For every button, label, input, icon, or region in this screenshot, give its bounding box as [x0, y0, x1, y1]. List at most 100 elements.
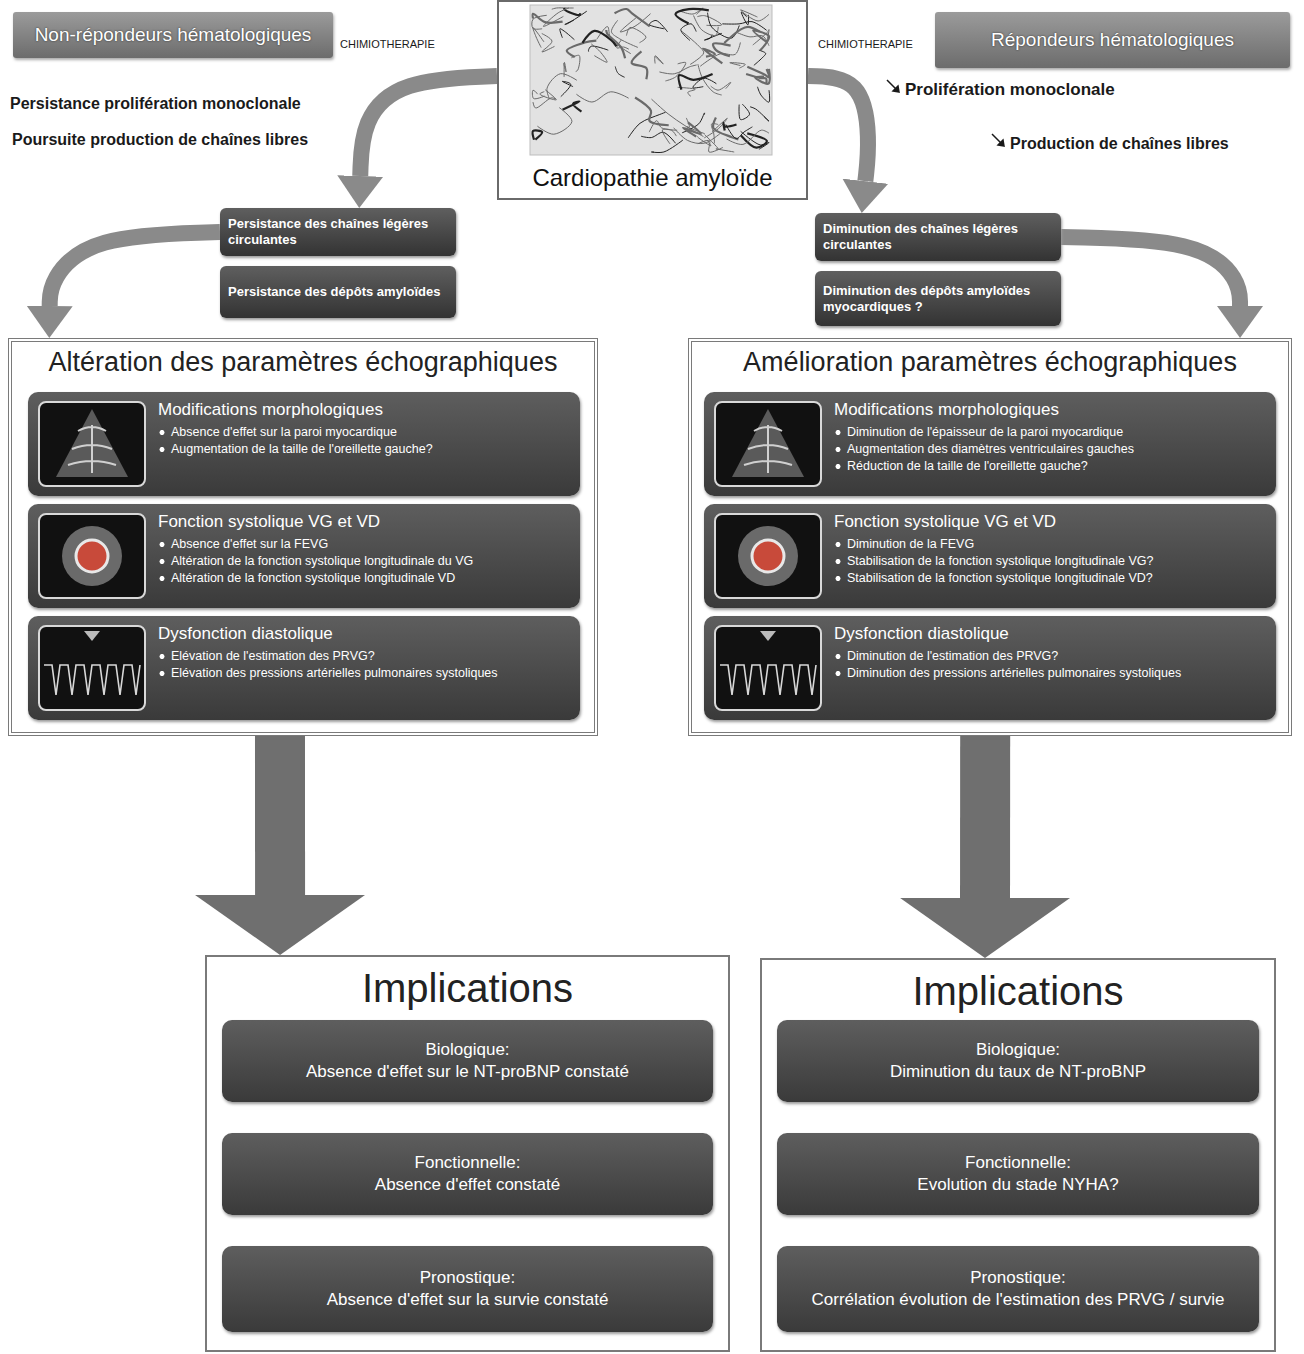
tissue-stroke: [750, 107, 769, 122]
tissue-stroke: [753, 30, 769, 50]
panel-heading: Modifications morphologiques: [158, 399, 570, 422]
echo-sector: [732, 409, 804, 477]
tissue-stroke: [723, 123, 736, 131]
tissue-stroke: [665, 62, 685, 81]
implication-box: Pronostique:Corrélation évolution de l'e…: [777, 1246, 1259, 1332]
tissue-stroke: [560, 29, 575, 40]
annotation-text: Poursuite production de chaînes libres: [10, 130, 310, 149]
echo-ring: [76, 540, 108, 572]
icon-frame: [39, 514, 145, 598]
echo-panel: Dysfonction diastoliqueElévation de l'es…: [28, 616, 580, 720]
tissue-stroke: [682, 31, 704, 64]
implication-text: Absence d'effet sur le NT-proBNP constat…: [306, 1061, 629, 1083]
status-box: Diminution des dépôts amyloïdes myocardi…: [815, 271, 1061, 326]
tissue-stroke: [552, 8, 574, 9]
echo-walls: [744, 425, 792, 473]
section-title: Implications: [207, 965, 728, 1011]
bullet-text: Diminution des pressions artérielles pul…: [834, 665, 1266, 682]
tissue-stroke: [755, 69, 770, 84]
tissue-stroke: [547, 74, 577, 100]
section-panel: Modifications morphologiquesDiminution d…: [688, 338, 1292, 736]
tissue-stroke: [740, 10, 769, 21]
echo-icon: [38, 513, 146, 599]
doppler-probe: [760, 631, 776, 641]
section-title: Amélioration paramètres échographiques: [692, 347, 1288, 378]
bullet-text: Diminution de l'épaisseur de la paroi my…: [834, 424, 1266, 441]
echo-panel: Modifications morphologiquesAbsence d'ef…: [28, 392, 580, 496]
icon-frame: [39, 626, 145, 710]
echo-panel: Fonction systolique VG et VDAbsence d'ef…: [28, 504, 580, 608]
tissue-stroke: [651, 140, 683, 153]
implication-heading: Pronostique:: [970, 1267, 1065, 1289]
bullet-text: Absence d'effet sur la paroi myocardique: [158, 424, 570, 441]
icon-frame: [715, 514, 821, 598]
box-label: Diminution des dépôts amyloïdes myocardi…: [823, 283, 1053, 314]
decrease-arrow-head: [893, 86, 899, 92]
tissue-stroke: [730, 63, 745, 68]
section-title: Implications: [762, 968, 1274, 1014]
box-label: Persistance des chaînes légères circulan…: [228, 216, 448, 247]
implication-box: Fonctionnelle:Evolution du stade NYHA?: [777, 1133, 1259, 1215]
tissue-stroke: [655, 56, 664, 64]
tissue-stroke: [542, 34, 555, 52]
tissue-stroke: [533, 130, 543, 139]
central-figure: Cardiopathie amyloïde: [497, 0, 808, 200]
group-header: Répondeurs hématologiques: [935, 12, 1290, 68]
tissue-stroke: [588, 46, 608, 52]
tissue-stroke: [543, 8, 569, 27]
curved-arrow: [50, 232, 220, 306]
bullet-text: Réduction de la taille de l'oreillette g…: [834, 458, 1266, 475]
icon-frame: [715, 626, 821, 710]
tissue-stroke: [591, 44, 607, 62]
tissue-stroke: [754, 50, 766, 65]
panel-heading: Dysfonction diastolique: [834, 623, 1266, 646]
doppler-trace: [44, 665, 140, 695]
tissue-stroke: [561, 81, 573, 96]
annotation-text: Prolifération monoclonale: [905, 80, 1115, 100]
echo-icon: [714, 513, 822, 599]
tissue-stroke: [565, 11, 587, 24]
tissue-stroke: [697, 136, 711, 146]
icon-frame: [715, 402, 821, 486]
tissue-stroke: [652, 99, 704, 136]
bullet-text: Augmentation des diamètres ventriculaire…: [834, 441, 1266, 458]
implication-box: Biologique:Diminution du taux de NT-proB…: [777, 1020, 1259, 1102]
tissue-stroke: [704, 33, 721, 40]
echo-icon: [38, 625, 146, 711]
echo-disc: [62, 526, 122, 586]
tissue-stroke: [571, 55, 580, 71]
tissue-stroke: [635, 97, 669, 125]
implication-heading: Pronostique:: [420, 1267, 515, 1289]
tissue-stroke: [741, 131, 769, 149]
implication-heading: Biologique:: [425, 1039, 509, 1061]
curved-arrow: [808, 76, 868, 181]
tissue-stroke: [649, 20, 667, 31]
echo-icon: [714, 401, 822, 487]
tissue-stroke: [626, 27, 646, 42]
tissue-stroke: [679, 74, 713, 90]
tissue-stroke: [632, 51, 648, 79]
annotation-text: Persistance prolifération monoclonale: [10, 94, 301, 113]
status-box: Persistance des dépôts amyloïdes: [220, 266, 456, 318]
implications-panel: Biologique:Absence d'effet sur le NT-pro…: [205, 955, 730, 1352]
tissue-stroke: [615, 9, 650, 26]
echo-panel: Dysfonction diastoliqueDiminution de l'e…: [704, 616, 1276, 720]
tissue-stroke: [641, 132, 676, 143]
doppler-probe: [84, 631, 100, 641]
box-label: Non-répondeurs hématologiques: [35, 24, 312, 46]
decrease-arrow-head: [998, 140, 1004, 146]
curved-arrow: [360, 76, 497, 176]
bullet-text: Stabilisation de la fonction systolique …: [834, 553, 1266, 570]
tissue-stroke: [675, 9, 708, 24]
panel-heading: Dysfonction diastolique: [158, 623, 570, 646]
implication-heading: Biologique:: [976, 1039, 1060, 1061]
treatment-label: CHIMIOTHERAPIE: [818, 38, 913, 51]
group-header: Non-répondeurs hématologiques: [13, 12, 333, 58]
status-box: Persistance des chaînes légères circulan…: [220, 208, 456, 256]
implication-text: Absence d'effet constaté: [375, 1174, 560, 1196]
box-label: Diminution des chaînes légères circulant…: [823, 221, 1053, 252]
echo-sector: [56, 409, 128, 477]
tissue-stroke: [606, 30, 625, 58]
tissue-stroke: [662, 129, 676, 144]
tissue-stroke: [694, 15, 719, 35]
